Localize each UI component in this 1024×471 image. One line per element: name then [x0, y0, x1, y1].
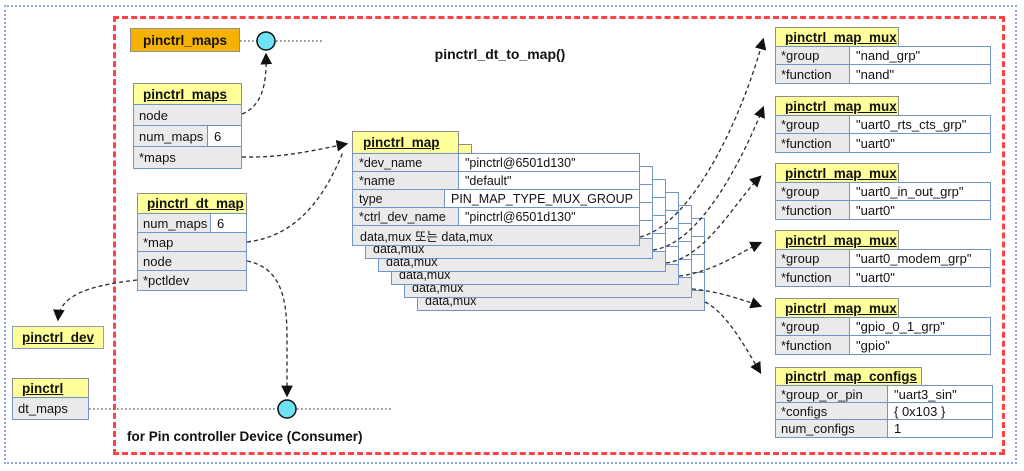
- value-type: PIN_MAP_TYPE_MUX_GROUP: [451, 191, 633, 206]
- field-group: *group: [776, 116, 850, 133]
- field-group: *group: [776, 47, 850, 64]
- diagram-title: pinctrl_dt_to_map(): [434, 46, 566, 62]
- table-row: *name "default": [353, 172, 639, 190]
- table-row: node: [138, 252, 246, 271]
- field-ctrl-dev-name: *ctrl_dev_name: [353, 208, 459, 225]
- pinctrl-map-table: *dev_name "pinctrl@6501d130" *name "defa…: [352, 153, 640, 246]
- value-function: "gpio": [850, 336, 990, 354]
- pinctrl-table: dt_maps: [12, 397, 89, 420]
- table-row: node: [134, 105, 241, 126]
- value-function: "uart0": [850, 268, 990, 286]
- field-num-configs: num_configs: [776, 420, 888, 437]
- table-row: *pctldev: [138, 271, 246, 290]
- table-row: *function "uart0": [776, 201, 990, 219]
- table-row: *function "uart0": [776, 268, 990, 286]
- value-function: "nand": [850, 65, 990, 83]
- pinctrl-maps-table: node num_maps 6 *maps: [133, 104, 242, 169]
- table-row: num_maps 6: [134, 126, 241, 147]
- field-function: *function: [776, 65, 850, 83]
- value-configs: { 0x103 }: [888, 403, 992, 419]
- outer-dotted-frame: [4, 5, 1017, 464]
- pinctrl-map-mux-table: *group "uart0_in_out_grp" *function "uar…: [775, 182, 991, 220]
- pinctrl-map-mux-title: pinctrl_map_mux: [775, 298, 899, 318]
- value-num-maps: 6: [207, 126, 241, 146]
- table-row: *group "uart0_rts_cts_grp": [776, 116, 990, 134]
- pinctrl-dt-map-table: num_maps 6 *map node *pctldev: [137, 213, 247, 291]
- table-row: *configs { 0x103 }: [776, 403, 992, 420]
- field-function: *function: [776, 134, 850, 152]
- value-name: "default": [465, 173, 512, 188]
- table-row: *maps: [134, 147, 241, 168]
- field-node: node: [138, 252, 246, 270]
- field-pctldev-ptr: *pctldev: [138, 271, 246, 290]
- pinctrl-map-table-title: pinctrl_map: [352, 131, 459, 154]
- table-row: *group "nand_grp": [776, 47, 990, 65]
- pinctrl-map-configs-title: pinctrl_map_configs: [775, 367, 922, 386]
- value-group: "uart0_modem_grp": [850, 250, 990, 267]
- pinctrl-map-mux-title: pinctrl_map_mux: [775, 163, 899, 183]
- diagram-caption: for Pin controller Device (Consumer): [127, 429, 363, 444]
- field-function: *function: [776, 201, 850, 219]
- table-row: *function "nand": [776, 65, 990, 83]
- value-function: "uart0": [850, 201, 990, 219]
- field-node: node: [134, 105, 241, 125]
- value-num-configs: 1: [888, 420, 992, 437]
- table-row: *map: [138, 233, 246, 252]
- field-num-maps: num_maps: [138, 214, 210, 232]
- table-row: num_configs 1: [776, 420, 992, 437]
- table-row: dt_maps: [13, 398, 88, 419]
- field-group: *group: [776, 183, 850, 200]
- value-group: "nand_grp": [850, 47, 990, 64]
- pinctrl-map-sheet: pinctrl_map *dev_name "pinctrl@6501d130"…: [352, 131, 640, 246]
- value-ctrl-dev-name: "pinctrl@6501d130": [465, 209, 576, 224]
- value-group: "gpio_0_1_grp": [850, 318, 990, 335]
- field-dt-maps: dt_maps: [13, 398, 88, 419]
- table-row: num_maps 6: [138, 214, 246, 233]
- field-function: *function: [776, 268, 850, 286]
- field-configs: *configs: [776, 403, 888, 419]
- field-maps-ptr: *maps: [134, 147, 241, 168]
- value-group-or-pin: "uart3_sin": [888, 386, 992, 402]
- pinctrl-table-title: pinctrl: [12, 378, 89, 398]
- table-row: *ctrl_dev_name "pinctrl@6501d130": [353, 208, 639, 226]
- consumer-scope-frame: [113, 16, 1005, 455]
- field-type: type: [353, 190, 445, 207]
- pinctrl-map-mux-table: *group "uart0_modem_grp" *function "uart…: [775, 249, 991, 287]
- pinctrl-map-mux-title: pinctrl_map_mux: [775, 230, 899, 250]
- table-row: *function "uart0": [776, 134, 990, 152]
- field-function: *function: [776, 336, 850, 354]
- table-row: type PIN_MAP_TYPE_MUX_GROUP: [353, 190, 639, 208]
- pinctrl-map-mux-title: pinctrl_map_mux: [775, 96, 899, 116]
- field-name: *name: [353, 172, 459, 189]
- value-num-maps: 6: [210, 214, 246, 232]
- table-row: *group "gpio_0_1_grp": [776, 318, 990, 336]
- pinctrl-map-mux-table: *group "nand_grp" *function "nand": [775, 46, 991, 84]
- pinctrl-map-configs-table: *group_or_pin "uart3_sin" *configs { 0x1…: [775, 385, 993, 438]
- table-row: *function "gpio": [776, 336, 990, 354]
- pinctrl-map-mux-title: pinctrl_map_mux: [775, 27, 899, 47]
- pinctrl-dev-box: pinctrl_dev: [12, 326, 104, 349]
- pinctrl-maps-table-title: pinctrl_maps: [133, 83, 242, 105]
- pinctrl-maps-tag: pinctrl_maps: [130, 28, 240, 52]
- field-dev-name: *dev_name: [353, 154, 459, 171]
- table-row: *group "uart0_modem_grp": [776, 250, 990, 268]
- field-group-or-pin: *group_or_pin: [776, 386, 888, 402]
- value-group: "uart0_rts_cts_grp": [850, 116, 990, 133]
- value-dev-name: "pinctrl@6501d130": [465, 155, 576, 170]
- value-group: "uart0_in_out_grp": [850, 183, 990, 200]
- table-row: *group_or_pin "uart3_sin": [776, 386, 992, 403]
- pinctrl-map-mux-table: *group "gpio_0_1_grp" *function "gpio": [775, 317, 991, 355]
- field-map-ptr: *map: [138, 233, 246, 251]
- table-row: *dev_name "pinctrl@6501d130": [353, 154, 639, 172]
- pinctrl-map-mux-table: *group "uart0_rts_cts_grp" *function "ua…: [775, 115, 991, 153]
- field-group: *group: [776, 318, 850, 335]
- field-group: *group: [776, 250, 850, 267]
- value-function: "uart0": [850, 134, 990, 152]
- map-union-row: data,mux 또는 data,mux: [353, 226, 639, 245]
- table-row: *group "uart0_in_out_grp": [776, 183, 990, 201]
- pinctrl-dt-map-table-title: pinctrl_dt_map: [137, 193, 247, 214]
- field-num-maps: num_maps: [134, 126, 207, 146]
